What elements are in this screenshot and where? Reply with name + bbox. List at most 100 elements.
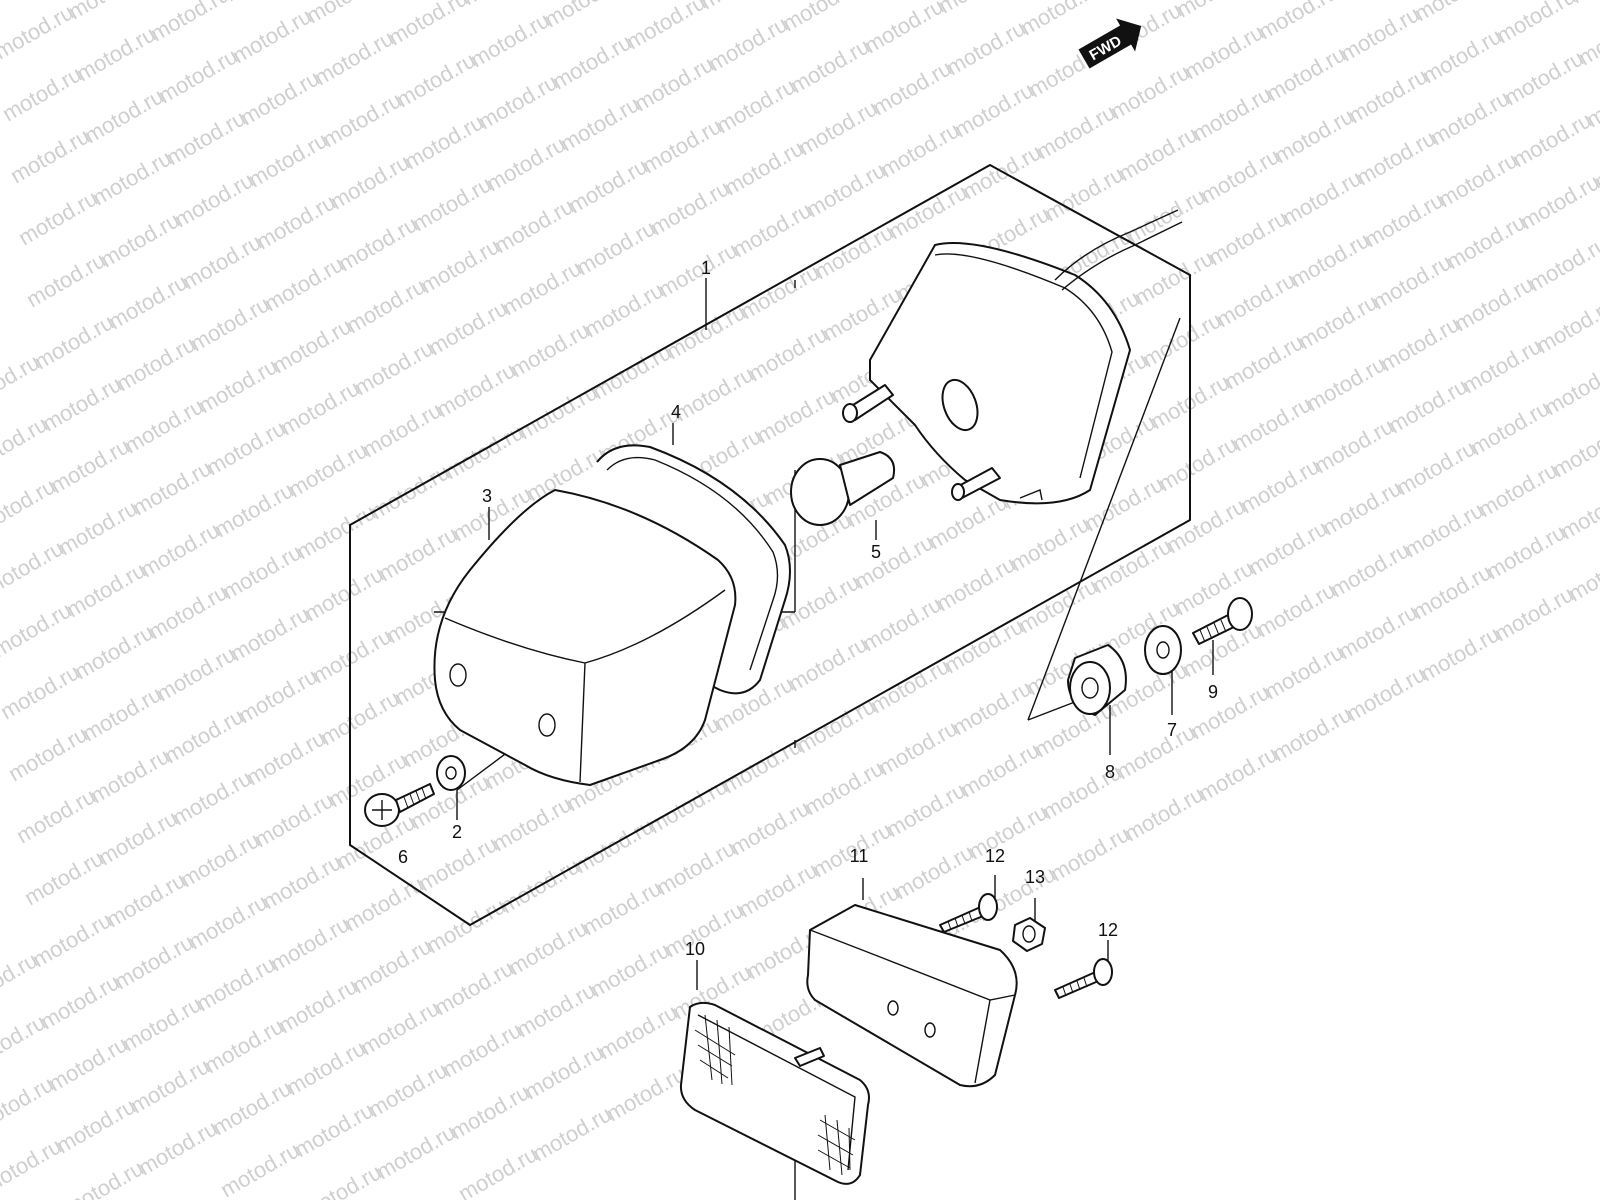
callout-11: 11 xyxy=(850,846,869,866)
watermark-text: motod.ru xyxy=(506,317,594,382)
watermark-text: motod.ru xyxy=(0,0,78,64)
watermark-text: motod.ru xyxy=(1046,821,1134,886)
watermark-text: motod.ru xyxy=(744,321,832,386)
watermark-text: motod.ru xyxy=(1492,0,1580,48)
watermark-text: motod.ru xyxy=(30,309,118,374)
watermark-text: motod.ru xyxy=(728,197,816,262)
watermark-text: motod.ru xyxy=(440,419,528,484)
watermark-text: motod.ru xyxy=(1228,391,1316,456)
watermark-text: motod.ru xyxy=(228,3,316,68)
callout-13: 13 xyxy=(1025,867,1045,887)
watermark-text: motod.ru xyxy=(152,641,240,706)
callout-10: 10 xyxy=(685,939,705,959)
watermark-text: motod.ru xyxy=(202,415,290,480)
watermark-text: motod.ru xyxy=(72,21,160,86)
watermark-text: motod.ru xyxy=(1212,267,1300,332)
nut-13 xyxy=(1012,917,1046,952)
watermark-text: motod.ru xyxy=(208,1075,296,1140)
watermark-text: motod.ru xyxy=(36,969,124,1034)
watermark-text: motod.ru xyxy=(350,335,438,400)
watermark-text: motod.ru xyxy=(1088,533,1176,598)
watermark-text: motod.ru xyxy=(64,0,152,24)
watermark-text: motod.ru xyxy=(136,517,224,582)
watermark-text: motod.ru xyxy=(482,131,570,196)
watermark-text: motod.ru xyxy=(1154,431,1242,496)
watermark-text: motod.ru xyxy=(514,379,602,444)
watermark-text: motod.ru xyxy=(334,211,422,276)
watermark-text: motod.ru xyxy=(160,703,248,768)
watermark-text: motod.ru xyxy=(12,783,100,848)
watermark-text: motod.ru xyxy=(408,171,496,236)
watermark-text: motod.ru xyxy=(432,357,520,422)
watermark-text: motod.ru xyxy=(260,251,348,316)
watermark-text: motod.ru xyxy=(1262,41,1350,106)
watermark-text: motod.ru xyxy=(860,0,948,58)
watermark-text: motod.ru xyxy=(490,193,578,258)
watermark-text: motod.ru xyxy=(96,207,184,272)
watermark-text: motod.ru xyxy=(1384,373,1472,438)
watermark-text: motod.ru xyxy=(134,1115,222,1180)
watermark-text: motod.ru xyxy=(630,51,718,116)
watermark-text: motod.ru xyxy=(1310,413,1398,478)
watermark-text: motod.ru xyxy=(586,937,674,1002)
watermark-text: motod.ru xyxy=(1252,577,1340,642)
watermark-text: motod.ru xyxy=(54,495,142,560)
watermark-text: motod.ru xyxy=(1482,519,1570,584)
watermark-text: motod.ru xyxy=(712,73,800,138)
watermark-text: motod.ru xyxy=(498,255,586,320)
watermark-text: motod.ru xyxy=(786,33,874,98)
washer-7 xyxy=(1144,625,1182,675)
watermark-text: motod.ru xyxy=(252,189,340,254)
watermark-text: motod.ru xyxy=(1548,417,1600,482)
watermark-text: motod.ru xyxy=(488,791,576,856)
watermark-text: motod.ru xyxy=(1342,661,1430,726)
watermark-text: motod.ru xyxy=(458,0,546,10)
watermark-text: motod.ru xyxy=(1566,0,1600,8)
watermark-text: motod.ru xyxy=(1392,435,1480,500)
watermark-text: motod.ru xyxy=(942,15,1030,80)
callout-3: 3 xyxy=(482,486,492,506)
watermark-text: motod.ru xyxy=(570,813,658,878)
watermark-text: motod.ru xyxy=(422,893,510,958)
watermark-text: motod.ru xyxy=(1466,395,1554,460)
reflector xyxy=(679,1001,870,1185)
watermark-text: motod.ru xyxy=(1244,515,1332,580)
watermark-text: motod.ru xyxy=(120,393,208,458)
watermark-text: motod.ru xyxy=(1172,0,1260,22)
watermark-text: motod.ru xyxy=(44,1031,132,1096)
watermark-text: motod.ru xyxy=(372,1119,460,1184)
watermark-text: motod.ru xyxy=(86,743,174,808)
watermark-text: motod.ru xyxy=(276,375,364,440)
watermark-text: motod.ru xyxy=(654,237,742,302)
watermark-text: motod.ru xyxy=(220,0,308,6)
watermark-text: motod.ru xyxy=(528,1101,616,1166)
watermark-text: motod.ru xyxy=(1532,293,1600,358)
screw-12-upper xyxy=(939,893,998,933)
watermark-text: motod.ru xyxy=(778,0,866,36)
watermark-text: motod.ru xyxy=(784,631,872,696)
watermark-text: motod.ru xyxy=(964,799,1052,864)
watermark-text: motod.ru xyxy=(580,277,668,342)
watermark-text: motod.ru xyxy=(1490,581,1578,646)
callout-2: 2 xyxy=(452,822,462,842)
watermark-text: motod.ru xyxy=(102,867,190,932)
watermark-text: motod.ru xyxy=(504,915,592,980)
screw-6 xyxy=(364,783,435,827)
watermark-text: motod.ru xyxy=(1410,0,1498,26)
watermark-text: motod.ru xyxy=(466,7,554,72)
watermark-text: motod.ru xyxy=(94,805,182,870)
watermark-text: motod.ru xyxy=(720,135,808,200)
watermark-text: motod.ru xyxy=(170,167,258,232)
watermark-text: motod.ru xyxy=(0,61,86,126)
watermark-text: motod.ru xyxy=(234,663,322,728)
watermark-text: motod.ru xyxy=(1336,1,1424,66)
watermark-text: motod.ru xyxy=(696,0,784,14)
watermark-text: motod.ru xyxy=(1032,99,1120,164)
watermark-text: motod.ru xyxy=(1344,63,1432,128)
watermark-text: motod.ru xyxy=(258,849,346,914)
watermark-text: motod.ru xyxy=(358,397,446,462)
watermark-text: motod.ru xyxy=(1368,249,1456,314)
watermark-text: motod.ru xyxy=(1376,311,1464,376)
watermark-text: motod.ru xyxy=(454,1141,542,1200)
watermark-text: motod.ru xyxy=(704,11,792,76)
